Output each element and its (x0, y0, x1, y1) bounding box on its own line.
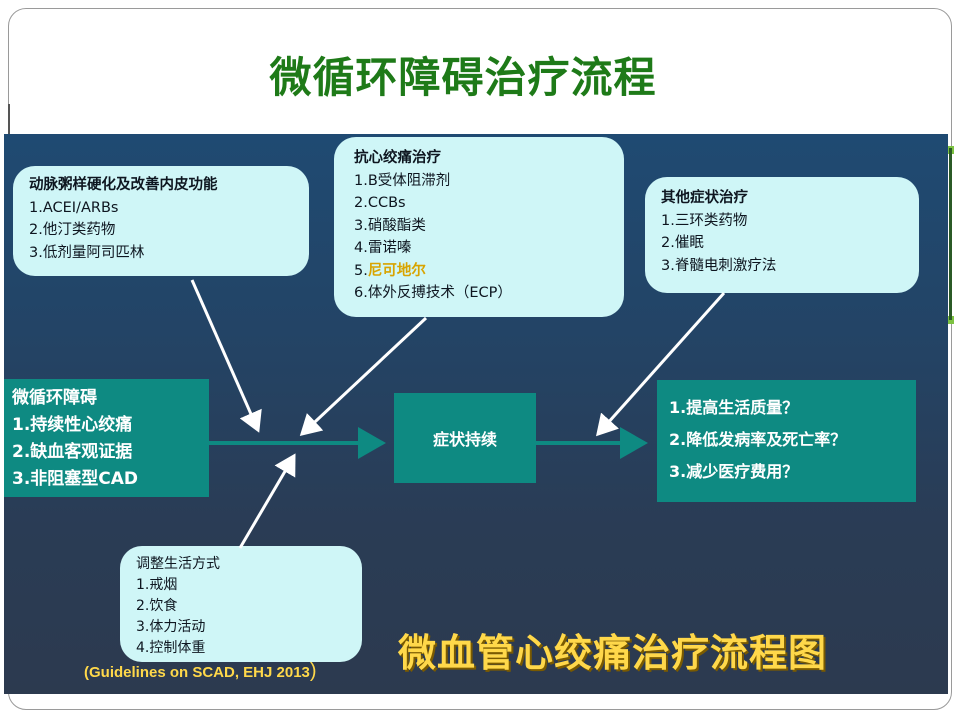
list-item: 3.脊髓电刺激疗法 (661, 257, 777, 274)
citation-text: (Guidelines on SCAD, EHJ 2013 (84, 664, 310, 681)
list-item: 1.提高生活质量？ (669, 398, 799, 417)
list-item: 1.戒烟 (136, 577, 178, 593)
list-item: 1.ACEI/ARBs (29, 199, 119, 216)
antianginal-box: 抗心绞痛治疗 1.Β受体阻滞剂 2.CCBs 3.硝酸酯类 4.雷诺嗪 5.尼可… (334, 137, 624, 317)
divider (8, 104, 10, 140)
lifestyle-box: 调整生活方式 1.戒烟 2.饮食 3.体力活动 4.控制体重 (120, 546, 362, 662)
side-bar (949, 148, 952, 320)
list-item: 2.饮食 (136, 598, 178, 614)
list-item: 2.降低发病率及死亡率？ (669, 430, 847, 449)
highlighted-drug: 尼可地尔 (367, 262, 426, 279)
box-heading: 调整生活方式 (136, 556, 220, 572)
list-item: 4.雷诺嗪 (354, 240, 412, 256)
list-item: 3.体力活动 (136, 619, 206, 635)
other-therapy-box: 其他症状治疗 1.三环类药物 2.催眠 3.脊髓电刺激疗法 (645, 177, 919, 293)
list-item: 3.减少医疗费用？ (669, 462, 799, 481)
slide-title: 微循环障碍治疗流程 (269, 53, 657, 102)
list-item: 3.非阻塞型CAD (12, 469, 139, 489)
corner-square (946, 316, 954, 324)
microvascular-box: 微循环障碍 1.持续性心绞痛 2.缺血客观证据 3.非阻塞型CAD (4, 379, 209, 497)
list-item: 1.三环类药物 (661, 212, 748, 229)
box-heading: 动脉粥样硬化及改善内皮功能 (29, 177, 218, 193)
box-heading: 微循环障碍 (12, 388, 97, 408)
list-item: 5.尼可地尔 (354, 260, 624, 283)
list-item: 2.他汀类药物 (29, 222, 116, 238)
list-item: 1.持续性心绞痛 (12, 415, 133, 435)
box-label: 症状持续 (432, 430, 497, 449)
list-item: 4.控制体重 (136, 640, 206, 656)
list-item: 1.Β受体阻滞剂 (354, 172, 451, 189)
list-item: 2.催眠 (661, 235, 704, 251)
box-heading: 其他症状治疗 (661, 190, 748, 206)
list-item: 2.CCBs (354, 195, 406, 211)
diagram-caption: 微血管心绞痛治疗流程图 (398, 631, 828, 675)
list-item: 2.缺血客观证据 (12, 442, 133, 462)
symptoms-persist-box: 症状持续 (394, 393, 536, 483)
list-item: 3.硝酸酯类 (354, 217, 426, 234)
item-number: 5. (354, 262, 368, 279)
goals-box: 1.提高生活质量？ 2.降低发病率及死亡率？ 3.减少医疗费用？ (657, 380, 916, 502)
list-item: 6.体外反搏技术（ECP） (354, 285, 512, 301)
box-heading: 抗心绞痛治疗 (354, 150, 441, 166)
atherosclerosis-box: 动脉粥样硬化及改善内皮功能 1.ACEI/ARBs 2.他汀类药物 3.低剂量阿… (13, 166, 309, 276)
citation: (Guidelines on SCAD, EHJ 2013) (84, 660, 317, 683)
citation-close: ) (309, 660, 317, 682)
list-item: 3.低剂量阿司匹林 (29, 244, 145, 261)
